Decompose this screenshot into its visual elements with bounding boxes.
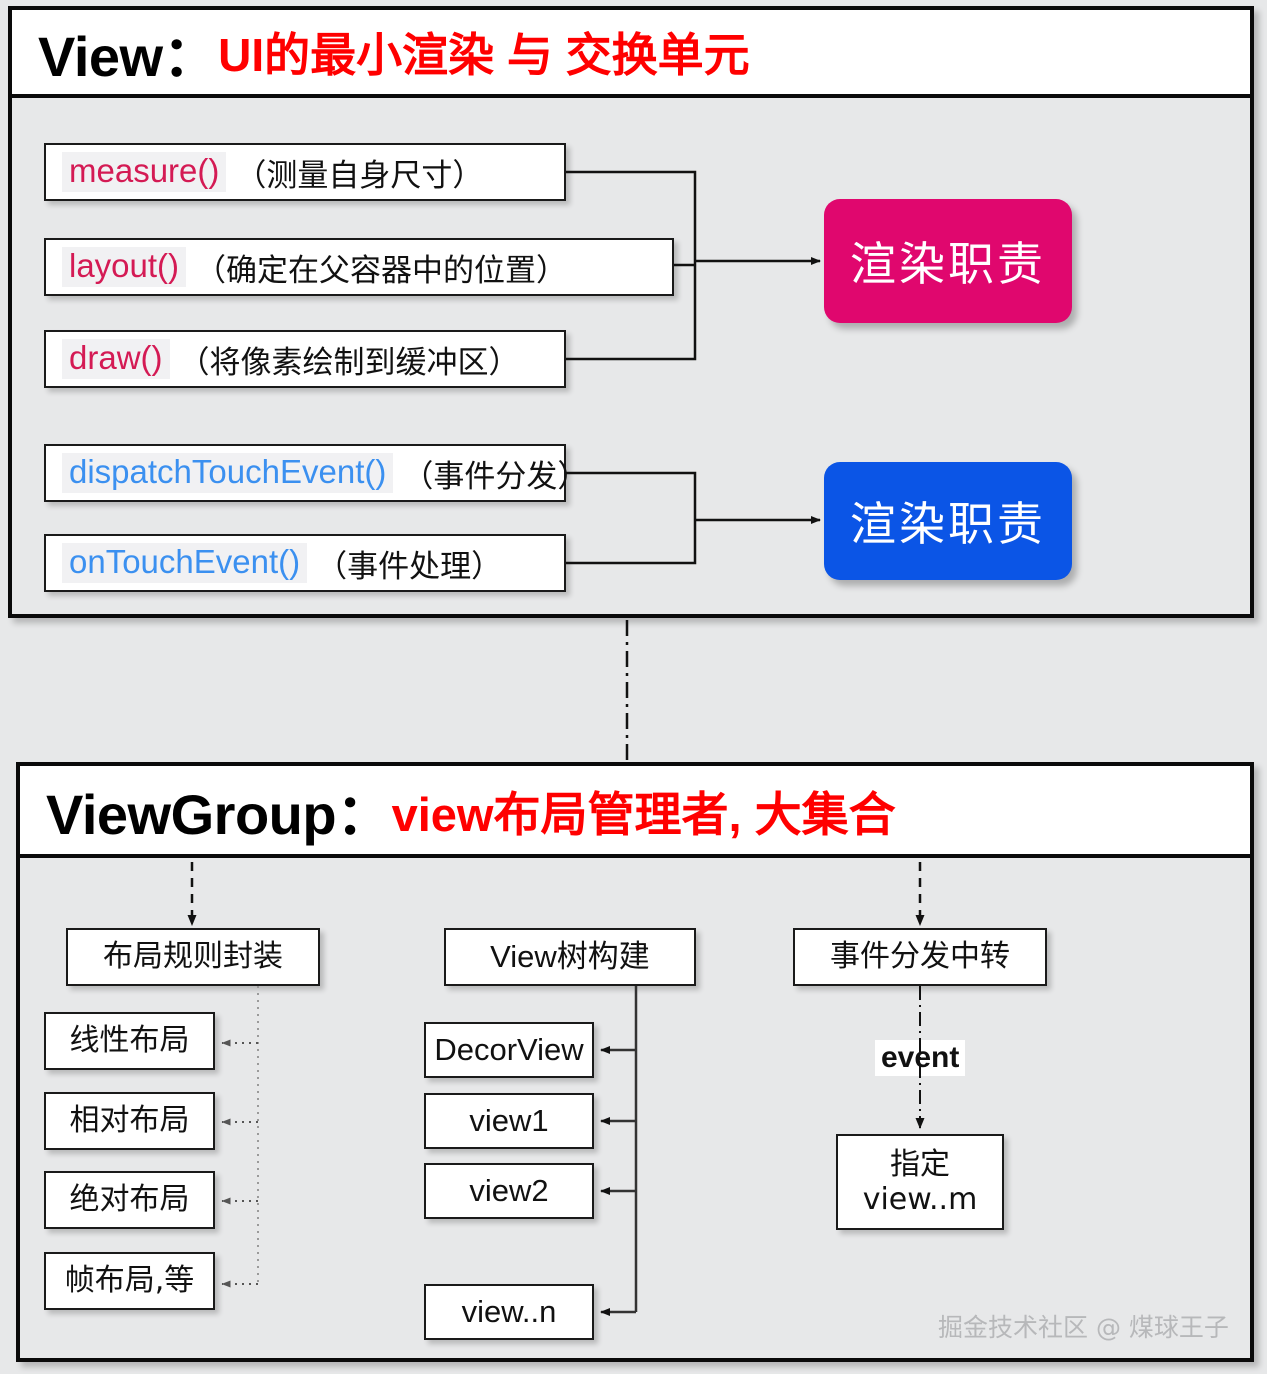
view-panel-title-main: View： xyxy=(38,24,219,88)
vg-item-relative-layout[interactable]: 相对布局 xyxy=(44,1092,215,1150)
view-panel-header: View： UI的最小渲染 与 交换单元 xyxy=(12,10,1250,98)
badge-event-responsibility[interactable]: 渲染职责 xyxy=(824,462,1072,580)
method-name-dispatchtouchevent: dispatchTouchEvent() xyxy=(62,452,394,494)
vg-item-frame-layout[interactable]: 帧布局,等 xyxy=(44,1252,215,1310)
vg-item-view1[interactable]: view1 xyxy=(424,1093,594,1149)
viewgroup-panel-header: ViewGroup： view布局管理者, 大集合 xyxy=(20,766,1250,858)
vg-item-decorview[interactable]: DecorView xyxy=(424,1022,594,1078)
method-desc-layout: （确定在父容器中的位置） xyxy=(195,252,568,289)
vg-item-target-view[interactable]: 指定 view..m xyxy=(836,1134,1004,1230)
viewgroup-panel-title-subtitle: view布局管理者, 大集合 xyxy=(391,787,896,841)
method-desc-draw: （将像素绘制到缓冲区） xyxy=(178,344,520,381)
method-name-draw: draw() xyxy=(62,338,170,380)
event-edge-label: event xyxy=(875,1040,966,1076)
watermark: 掘金技术社区 @ 煤球王子 xyxy=(938,1313,1229,1342)
method-box-ontouchevent[interactable]: onTouchEvent() （事件处理） xyxy=(44,534,566,592)
vg-item-view2[interactable]: view2 xyxy=(424,1163,594,1219)
method-box-draw[interactable]: draw() （将像素绘制到缓冲区） xyxy=(44,330,566,388)
vg-item-view-n[interactable]: view..n xyxy=(424,1284,594,1340)
method-name-ontouchevent: onTouchEvent() xyxy=(62,542,308,584)
vg-item-absolute-layout[interactable]: 绝对布局 xyxy=(44,1171,215,1229)
vg-column-head-event-dispatch[interactable]: 事件分发中转 xyxy=(793,928,1047,986)
vg-column-head-layout-rules[interactable]: 布局规则封装 xyxy=(66,928,320,986)
method-name-layout: layout() xyxy=(62,246,187,288)
method-desc-measure: （测量自身尺寸） xyxy=(235,157,484,194)
method-box-layout[interactable]: layout() （确定在父容器中的位置） xyxy=(44,238,674,296)
method-box-dispatchtouchevent[interactable]: dispatchTouchEvent() （事件分发） xyxy=(44,444,588,502)
viewgroup-panel-title-main: ViewGroup： xyxy=(46,782,392,846)
method-desc-ontouchevent: （事件处理） xyxy=(316,548,503,585)
vg-item-linear-layout[interactable]: 线性布局 xyxy=(44,1012,215,1070)
method-box-measure[interactable]: measure() （测量自身尺寸） xyxy=(44,143,566,201)
method-desc-dispatchtouchevent: （事件分发） xyxy=(402,458,589,495)
view-panel-title-subtitle: UI的最小渲染 与 交换单元 xyxy=(218,29,750,81)
badge-render-responsibility[interactable]: 渲染职责 xyxy=(824,199,1072,323)
method-name-measure: measure() xyxy=(62,151,227,193)
vg-column-head-view-tree[interactable]: View树构建 xyxy=(444,928,696,986)
